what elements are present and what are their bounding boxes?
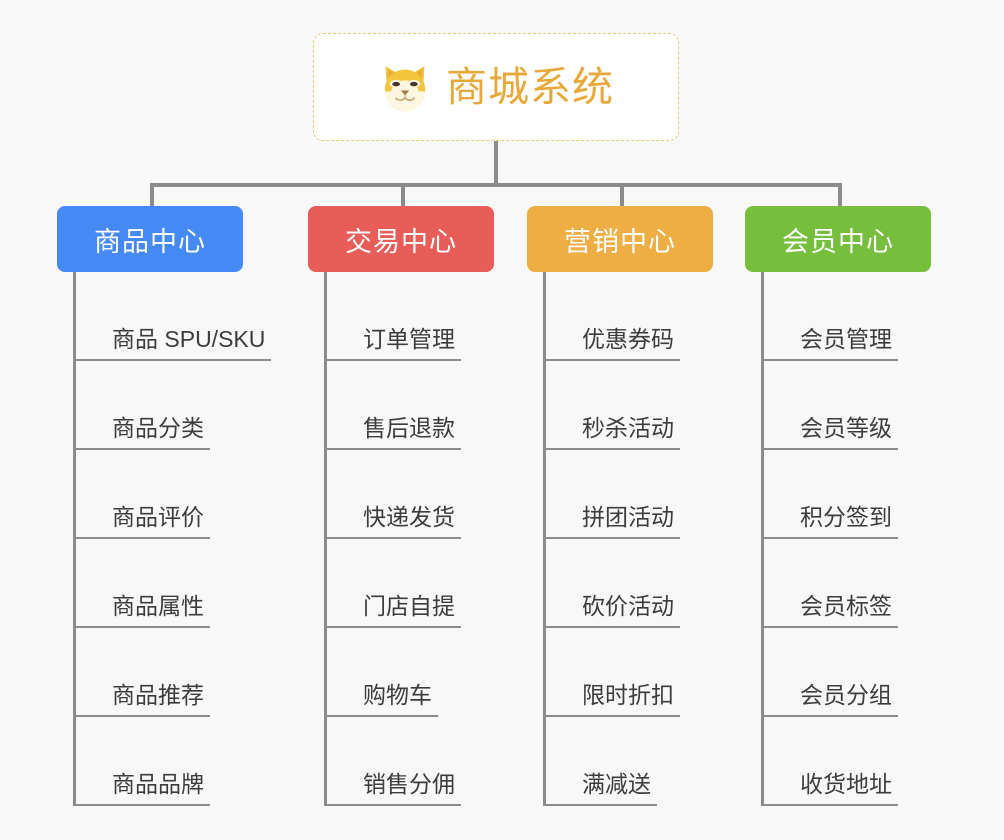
leaf-item[interactable]: 积分签到 bbox=[764, 450, 898, 539]
leaf-item-label: 商品属性 bbox=[76, 593, 210, 628]
leaf-item[interactable]: 购物车 bbox=[327, 628, 438, 717]
leaf-item-label: 购物车 bbox=[327, 682, 438, 717]
connector-drop-1 bbox=[150, 183, 154, 208]
category-label: 会员中心 bbox=[782, 226, 894, 257]
leaf-item-label: 积分签到 bbox=[764, 504, 898, 539]
leaf-item[interactable]: 会员管理 bbox=[764, 272, 898, 361]
leaf-item-label: 商品推荐 bbox=[76, 682, 210, 717]
leaf-item-label: 优惠券码 bbox=[546, 326, 680, 361]
leaf-item-label: 满减送 bbox=[546, 771, 657, 806]
leaf-item-label: 会员标签 bbox=[764, 593, 898, 628]
leaf-item-label: 快递发货 bbox=[327, 504, 461, 539]
leaf-item-label: 收货地址 bbox=[764, 771, 898, 806]
leaf-item[interactable]: 秒杀活动 bbox=[546, 361, 680, 450]
leaf-item[interactable]: 订单管理 bbox=[327, 272, 461, 361]
leaf-item[interactable]: 优惠券码 bbox=[546, 272, 680, 361]
leaf-item-label: 商品分类 bbox=[76, 415, 210, 450]
leaf-item-label: 会员等级 bbox=[764, 415, 898, 450]
leaf-item[interactable]: 砍价活动 bbox=[546, 539, 680, 628]
leaf-item[interactable]: 销售分佣 bbox=[327, 717, 461, 806]
leaf-item[interactable]: 限时折扣 bbox=[546, 628, 680, 717]
leaf-item-label: 商品品牌 bbox=[76, 771, 210, 806]
leaf-item[interactable]: 商品评价 bbox=[76, 450, 210, 539]
leaf-item-label: 会员分组 bbox=[764, 682, 898, 717]
leaf-item[interactable]: 会员标签 bbox=[764, 539, 898, 628]
leaf-item[interactable]: 收货地址 bbox=[764, 717, 898, 806]
connector-root-stem bbox=[494, 141, 498, 185]
connector-drop-3 bbox=[620, 183, 624, 208]
leaf-item-label: 砍价活动 bbox=[546, 593, 680, 628]
leaf-spine bbox=[761, 272, 764, 806]
shiba-dog-face-icon bbox=[378, 61, 432, 115]
category-box-3[interactable]: 营销中心 bbox=[527, 206, 713, 272]
root-title: 商城系统 bbox=[446, 63, 614, 110]
leaf-item-label: 售后退款 bbox=[327, 415, 461, 450]
connector-drop-4 bbox=[838, 183, 842, 208]
category-box-4[interactable]: 会员中心 bbox=[745, 206, 931, 272]
connector-horizontal-bus bbox=[150, 183, 842, 187]
leaf-spine bbox=[324, 272, 327, 806]
leaf-item[interactable]: 拼团活动 bbox=[546, 450, 680, 539]
leaf-spine bbox=[543, 272, 546, 806]
leaf-spine bbox=[73, 272, 76, 806]
root-node[interactable]: 商城系统 bbox=[313, 33, 679, 141]
leaf-item[interactable]: 商品推荐 bbox=[76, 628, 210, 717]
leaf-item-label: 拼团活动 bbox=[546, 504, 680, 539]
leaf-item[interactable]: 商品 SPU/SKU bbox=[76, 272, 272, 361]
category-label: 交易中心 bbox=[345, 226, 457, 257]
leaf-item-label: 商品 SPU/SKU bbox=[76, 326, 272, 361]
leaf-item-label: 销售分佣 bbox=[327, 771, 461, 806]
leaf-item[interactable]: 门店自提 bbox=[327, 539, 461, 628]
leaf-item-label: 限时折扣 bbox=[546, 682, 680, 717]
leaf-item-label: 会员管理 bbox=[764, 326, 898, 361]
category-label: 商品中心 bbox=[94, 226, 206, 257]
leaf-item[interactable]: 商品属性 bbox=[76, 539, 210, 628]
leaf-item-label: 秒杀活动 bbox=[546, 415, 680, 450]
leaf-item-label: 订单管理 bbox=[327, 326, 461, 361]
leaf-item-label: 门店自提 bbox=[327, 593, 461, 628]
category-box-2[interactable]: 交易中心 bbox=[308, 206, 494, 272]
leaf-item-label: 商品评价 bbox=[76, 504, 210, 539]
category-label: 营销中心 bbox=[564, 226, 676, 257]
category-box-1[interactable]: 商品中心 bbox=[57, 206, 243, 272]
leaf-item[interactable]: 商品分类 bbox=[76, 361, 210, 450]
leaf-item[interactable]: 会员等级 bbox=[764, 361, 898, 450]
leaf-item[interactable]: 商品品牌 bbox=[76, 717, 210, 806]
leaf-item[interactable]: 会员分组 bbox=[764, 628, 898, 717]
connector-drop-2 bbox=[401, 183, 405, 208]
leaf-item[interactable]: 售后退款 bbox=[327, 361, 461, 450]
leaf-item[interactable]: 快递发货 bbox=[327, 450, 461, 539]
leaf-item[interactable]: 满减送 bbox=[546, 717, 657, 806]
